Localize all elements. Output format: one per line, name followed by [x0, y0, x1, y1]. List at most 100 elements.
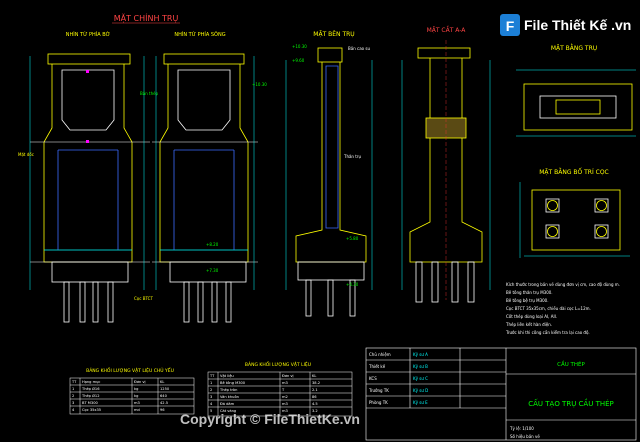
svg-text:Phòng TK: Phòng TK: [369, 400, 388, 405]
svg-text:Ván khuôn: Ván khuôn: [220, 395, 239, 399]
svg-text:Kích thước trong bản vẽ dùng đ: Kích thước trong bản vẽ dùng đơn vị cm, …: [506, 282, 620, 287]
sheet-label: Số hiệu bản vẽ: [510, 434, 540, 439]
section-aa: [401, 40, 491, 300]
svg-text:Đơn vị: Đơn vị: [134, 380, 146, 384]
svg-text:42.5: 42.5: [160, 401, 168, 405]
notes: Kích thước trong bản vẽ dùng đơn vị cm, …: [505, 282, 620, 335]
svg-text:Bê tông thân trụ M300.: Bê tông thân trụ M300.: [506, 290, 553, 295]
side-view-piles: [305, 279, 356, 317]
svg-text:Vật liệu: Vật liệu: [220, 374, 234, 378]
side-view-pier: [285, 47, 373, 290]
plan-pier-title: MẶT BẰNG TRỤ: [551, 44, 597, 52]
svg-text:Thép liên kết hàn điện.: Thép liên kết hàn điện.: [505, 322, 552, 327]
front-view-pier: [29, 53, 150, 290]
svg-text:4.5: 4.5: [312, 402, 318, 406]
svg-text:Trước khi thi công cần kiểm tr: Trước khi thi công cần kiểm tra lại cao …: [505, 330, 590, 335]
svg-text:T: T: [281, 388, 285, 392]
svg-text:Thiết kế: Thiết kế: [368, 364, 386, 369]
svg-text:File Thiết Kế .vn: File Thiết Kế .vn: [524, 17, 631, 33]
table-right-title: BẢNG KHỐI LƯỢNG VẬT LIỆU: [245, 360, 311, 368]
svg-text:Kỹ sư A: Kỹ sư A: [413, 352, 428, 357]
svg-text:Thép Ø16: Thép Ø16: [81, 386, 100, 391]
svg-text:m3: m3: [282, 409, 288, 413]
table-left: [69, 377, 195, 415]
svg-text:TT: TT: [209, 374, 215, 378]
svg-text:KCS: KCS: [369, 376, 377, 381]
svg-text:+9.60: +9.60: [292, 58, 305, 63]
svg-text:Cọc BTCT 35x35cm, chiều dài cọ: Cọc BTCT 35x35cm, chiều dài cọc L=12m.: [506, 306, 591, 311]
watermark-copyright: Copyright © FileThietKe.vn: [180, 411, 360, 427]
view-river-title: NHÌN TỪ PHÍA SÔNG: [174, 31, 225, 38]
svg-text:Thân trụ: Thân trụ: [343, 154, 361, 159]
svg-text:Kỹ sư C: Kỹ sư C: [413, 376, 428, 381]
svg-text:KL: KL: [312, 374, 316, 378]
watermark-logo: F File Thiết Kế .vn: [500, 14, 631, 36]
svg-text:5: 5: [210, 409, 212, 413]
svg-text:1: 1: [72, 387, 74, 391]
svg-text:Chủ nhiệm: Chủ nhiệm: [369, 352, 391, 357]
svg-text:96: 96: [160, 408, 165, 412]
svg-text:Đơn vị: Đơn vị: [282, 374, 294, 378]
svg-text:m3: m3: [282, 402, 288, 406]
title-block: [365, 347, 637, 441]
main-elevation-title: MẶT CHÍNH TRỤ: [114, 12, 179, 24]
svg-text:Thép tròn: Thép tròn: [219, 388, 237, 392]
project-name: CẦU THÉP: [557, 360, 585, 368]
svg-text:Cọc BTCT: Cọc BTCT: [134, 296, 153, 301]
svg-text:3.2: 3.2: [312, 409, 318, 413]
svg-text:2: 2: [72, 394, 74, 398]
svg-text:Bê tông M300: Bê tông M300: [220, 381, 246, 385]
svg-text:m2: m2: [282, 395, 288, 399]
svg-text:KL: KL: [160, 380, 164, 384]
svg-text:+10.30: +10.30: [292, 44, 307, 49]
plan-piles: [519, 182, 630, 258]
svg-text:38.2: 38.2: [312, 381, 320, 385]
svg-text:640: 640: [160, 394, 168, 398]
svg-text:+7.30: +7.30: [206, 268, 219, 273]
river-view-pier: [152, 53, 258, 290]
svg-text:Thép Ø12: Thép Ø12: [81, 393, 100, 398]
river-view-piles: [183, 281, 232, 323]
section-aa-piles: [415, 261, 475, 303]
svg-text:1: 1: [210, 381, 212, 385]
svg-text:Cọc 35x35: Cọc 35x35: [82, 408, 101, 412]
svg-text:2: 2: [210, 388, 212, 392]
svg-text:m3: m3: [282, 381, 288, 385]
svg-text:Kỹ sư D: Kỹ sư D: [413, 388, 428, 393]
plan-pier: [516, 69, 636, 137]
svg-text:1250: 1250: [160, 387, 170, 391]
svg-text:+10.30: +10.30: [252, 82, 267, 87]
svg-text:kg: kg: [134, 394, 138, 398]
svg-text:Cát vàng: Cát vàng: [220, 409, 236, 413]
svg-text:Cốt thép dùng loại AI, AII.: Cốt thép dùng loại AI, AII.: [506, 314, 557, 319]
svg-text:+4.30: +4.30: [346, 282, 359, 287]
svg-text:Bản thép: Bản thép: [140, 91, 159, 96]
svg-text:+5.80: +5.80: [346, 236, 359, 241]
svg-text:Hạng mục: Hạng mục: [82, 380, 100, 384]
svg-text:kg: kg: [134, 387, 138, 391]
svg-text:3: 3: [210, 395, 212, 399]
svg-text:TT: TT: [71, 380, 77, 384]
plan-piles-title: MẶT BẰNG BỐ TRÍ CỌC: [539, 168, 608, 176]
svg-text:Bản cao su: Bản cao su: [348, 46, 370, 51]
svg-text:Bê tông bệ trụ M300.: Bê tông bệ trụ M300.: [506, 298, 549, 303]
svg-text:md: md: [134, 408, 140, 412]
side-elevation-title: MẶT BÊN TRỤ: [313, 30, 354, 38]
svg-text:Kỹ sư E: Kỹ sư E: [413, 400, 428, 405]
svg-text:Mặt dốc: Mặt dốc: [18, 152, 34, 157]
svg-text:2.1: 2.1: [312, 388, 318, 392]
svg-text:F: F: [506, 18, 515, 34]
svg-text:3: 3: [72, 401, 74, 405]
svg-text:Đá dăm: Đá dăm: [220, 402, 235, 406]
svg-text:4: 4: [72, 408, 75, 412]
svg-text:86: 86: [312, 395, 317, 399]
scale-label: Tỷ lệ: 1/100: [509, 426, 534, 431]
svg-text:4: 4: [210, 402, 213, 406]
svg-text:m3: m3: [134, 401, 140, 405]
front-view-piles: [63, 281, 114, 323]
table-right: [207, 371, 353, 417]
drawing-title: CẤU TẠO TRỤ CẦU THÉP: [528, 398, 614, 408]
svg-text:+8.20: +8.20: [206, 242, 219, 247]
svg-text:Kỹ sư B: Kỹ sư B: [413, 364, 428, 369]
